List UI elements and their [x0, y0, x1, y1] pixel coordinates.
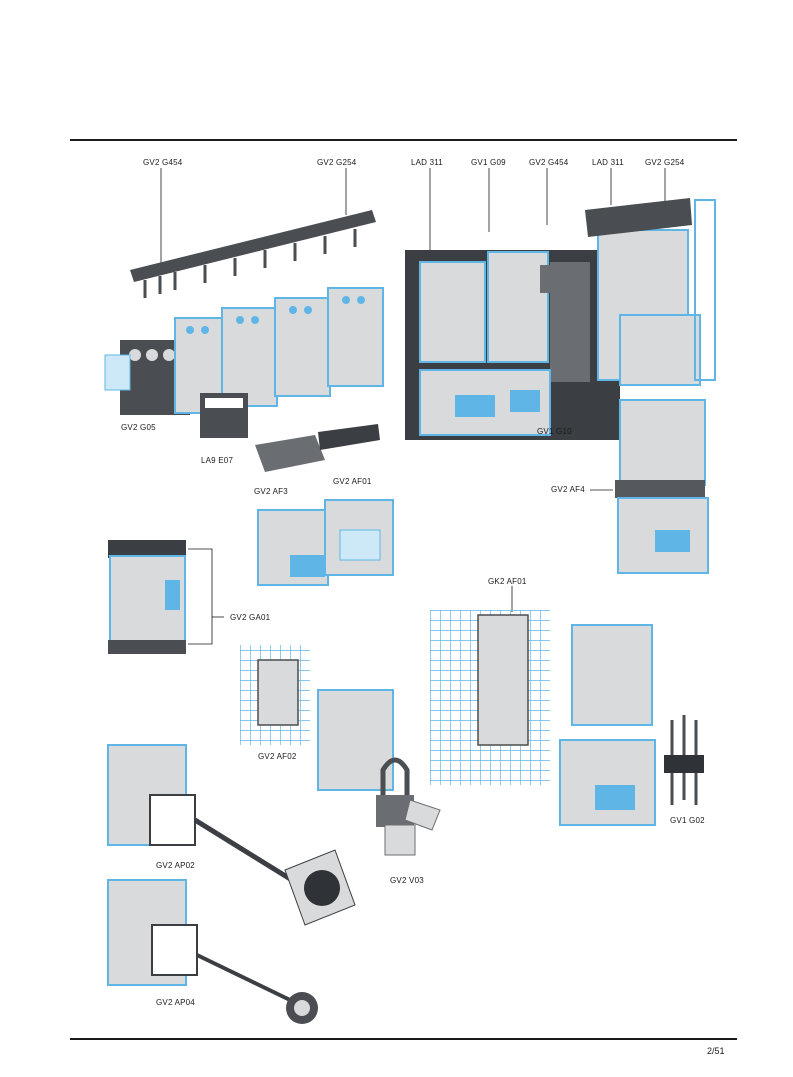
handle-gv2-ap02: [107, 744, 356, 926]
label-gv2-af01: GV2 AF01: [333, 477, 372, 486]
leader-lines: [160, 168, 666, 645]
label-gv1-g02: GV1 G02: [670, 816, 705, 825]
mesh-gk2-af01: [430, 610, 704, 826]
bottom-rule: [70, 1038, 737, 1040]
label-gv2-g254-b: GV2 G254: [645, 158, 685, 167]
assembly-top-right: [405, 198, 716, 440]
breaker-gv2-ga01: [108, 540, 186, 654]
label-gv2-af02: GV2 AF02: [258, 752, 297, 761]
padlock-gv2-v03: [376, 757, 441, 856]
label-gv2-ap04: GV2 AP04: [156, 998, 195, 1007]
label-gv2-g254-a: GV2 G254: [317, 158, 357, 167]
label-la9-e07: LA9 E07: [201, 456, 234, 465]
label-gk2-af01: GK2 AF01: [488, 577, 527, 586]
label-gv2-af3: GV2 AF3: [254, 487, 288, 496]
handle-gv2-ap04: [107, 879, 318, 1024]
label-gv2-v03: GV2 V03: [390, 876, 424, 885]
top-rule: [70, 139, 737, 141]
label-gv2-g05: GV2 G05: [121, 423, 156, 432]
label-gv2-af4: GV2 AF4: [551, 485, 585, 494]
assembly-gv2-af4: [615, 399, 709, 574]
label-gv2-ga01: GV2 GA01: [230, 613, 271, 622]
label-gv1-g10: GV1 G10: [537, 427, 572, 436]
label-gv1-g09: GV1 G09: [471, 158, 506, 167]
label-gv2-g454-a: GV2 G454: [143, 158, 183, 167]
page-number: 2/51: [707, 1046, 725, 1056]
mesh-gv2-af02: [240, 645, 394, 791]
starter-row-top-left: [104, 287, 384, 472]
label-lad311-a: LAD 311: [411, 158, 443, 167]
label-gv2-g454-b: GV2 G454: [529, 158, 569, 167]
label-gv2-ap02: GV2 AP02: [156, 861, 195, 870]
contactors-center: [257, 499, 394, 586]
busbar-gv2-g454: [130, 210, 376, 298]
label-lad311-b: LAD 311: [592, 158, 624, 167]
